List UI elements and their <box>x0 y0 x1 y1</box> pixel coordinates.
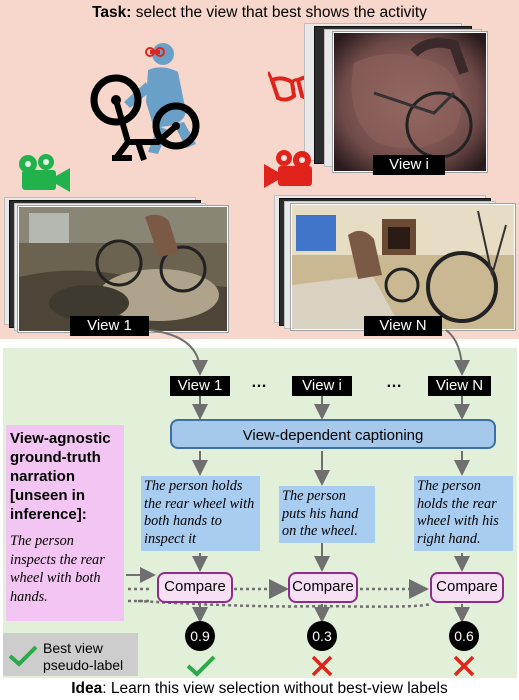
cross-icon <box>453 655 475 677</box>
score-view-1: 0.9 <box>185 621 215 651</box>
ground-truth-text: The person inspects the rear wheel with … <box>10 533 105 605</box>
cross-icon <box>311 655 333 677</box>
score-view-i: 0.3 <box>307 621 337 651</box>
view-n-tag: View N <box>364 316 442 336</box>
legend-line-1: Best view <box>43 640 103 656</box>
view-1-label: View 1 <box>170 376 230 396</box>
caption-view-1: The person holds the rear wheel with bot… <box>141 476 260 551</box>
ellipsis: … <box>251 374 268 391</box>
view-1-tag: View 1 <box>70 316 149 336</box>
caption-view-i: The person puts his hand on the wheel. <box>279 486 375 543</box>
camera-red-icon <box>264 150 312 188</box>
compare-box-view-n: Compare <box>430 572 504 603</box>
checkmark-icon <box>186 655 216 677</box>
compare-box-view-1: Compare <box>157 572 233 603</box>
idea-statement: Idea: Learn this view selection without … <box>71 680 448 697</box>
person-bike-icon <box>90 43 200 161</box>
ellipsis: … <box>386 374 403 391</box>
task-statement: Task: select the view that best shows th… <box>92 4 427 21</box>
legend-label: Best view pseudo-label <box>43 640 123 674</box>
view-n-photo <box>291 204 515 330</box>
ground-truth-title: View-agnostic ground-truth narration [un… <box>10 430 111 523</box>
view-n-label: View N <box>428 376 491 396</box>
compare-box-view-i: Compare <box>288 572 358 603</box>
legend-line-2: pseudo-label <box>43 657 124 673</box>
checkmark-icon <box>8 645 38 667</box>
view-i-label: View i <box>292 376 352 396</box>
legend-box <box>3 633 138 676</box>
view-i-photo <box>333 32 487 172</box>
view-dependent-captioning-box: View-dependent captioning <box>170 419 496 449</box>
caption-view-n: The person holds the rear wheel with his… <box>414 476 513 551</box>
ground-truth-narration-box: View-agnostic ground-truth narration [un… <box>6 425 124 621</box>
view-1-photo <box>18 206 228 332</box>
score-view-n: 0.6 <box>449 621 479 651</box>
camera-green-icon <box>19 154 70 192</box>
view-i-tag: View i <box>373 155 445 175</box>
